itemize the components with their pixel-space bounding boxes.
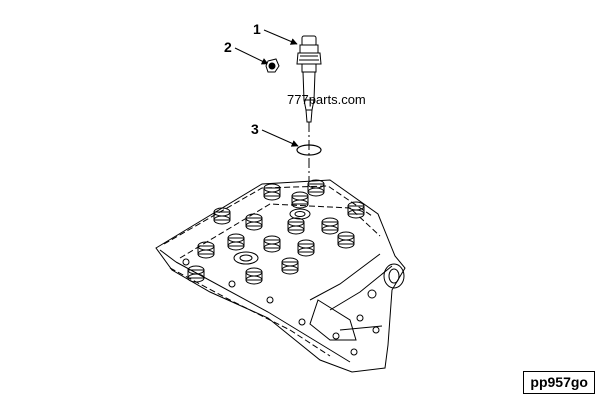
callout-1: 1 xyxy=(253,21,298,45)
callout-3-number: 3 xyxy=(251,121,259,137)
injector-illustration xyxy=(296,35,322,123)
callout-2-leader xyxy=(234,47,269,65)
figure-reference-label: pp957go xyxy=(523,371,595,394)
callout-1-number: 1 xyxy=(253,21,261,37)
clamp-screw-illustration xyxy=(265,58,280,73)
cylinder-head-illustration xyxy=(155,179,406,373)
o-ring-illustration xyxy=(296,144,322,156)
callout-3-leader xyxy=(261,129,299,147)
watermark-text: 777parts.com xyxy=(287,92,366,107)
callout-3: 3 xyxy=(251,121,299,147)
callout-1-leader xyxy=(263,29,298,45)
callout-2-number: 2 xyxy=(224,39,232,55)
callout-2: 2 xyxy=(224,39,269,65)
